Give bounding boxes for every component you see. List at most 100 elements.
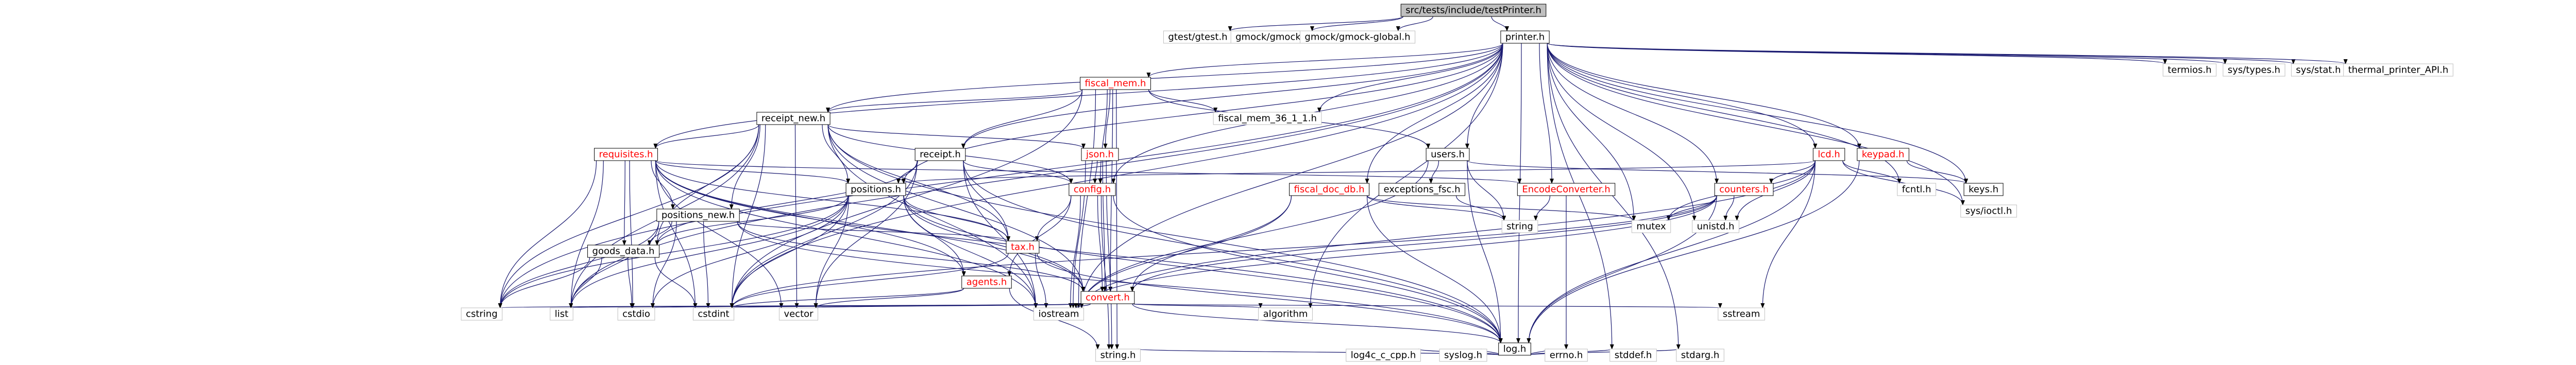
node-label: keypad.h — [1862, 149, 1905, 160]
edge-requisites-to-positionsnew — [651, 160, 675, 210]
node-label: receipt.h — [920, 149, 961, 160]
node-users[interactable]: users.h — [1426, 148, 1470, 161]
edge-printer-to-lcd — [1547, 43, 1818, 149]
edge-printer-to-sysstat — [1547, 43, 2295, 64]
node-box — [461, 307, 503, 321]
node-exceptions[interactable]: exceptions_fsc.h — [1378, 183, 1466, 196]
node-sysioctl: sys/ioctl.h — [1960, 204, 2017, 218]
node-mutex: mutex — [1631, 220, 1671, 233]
node-log4cpp: log4c_c_cpp.h — [1346, 349, 1421, 362]
node-receiptnew[interactable]: receipt_new.h — [756, 112, 831, 125]
node-config[interactable]: config.h — [1069, 183, 1116, 196]
edge-tax-to-iostream — [1035, 253, 1048, 308]
edge-requisites-to-encode — [655, 160, 1521, 184]
edge-positions-to-tax — [903, 195, 1011, 241]
edge-agents-to-cstdint — [730, 288, 964, 308]
edge-positionsnew-to-convert — [737, 221, 1086, 292]
node-lcd[interactable]: lcd.h — [1812, 148, 1845, 161]
node-box — [1714, 183, 1774, 196]
node-label: users.h — [1431, 149, 1465, 160]
edge-requisites-to-vector — [655, 160, 784, 308]
node-box — [1812, 148, 1845, 161]
edge-fiscalmem-to-config — [1098, 89, 1108, 184]
edge-lcd-to-sstream — [1760, 160, 1816, 308]
edge-positionsnew-to-cstdio — [650, 221, 677, 308]
node-label: receipt_new.h — [761, 113, 825, 124]
node-receipt[interactable]: receipt.h — [914, 148, 966, 161]
edge-users-to-exceptions — [1429, 160, 1439, 184]
node-counters[interactable]: counters.h — [1714, 183, 1774, 196]
node-goodsdata[interactable]: goods_data.h — [587, 245, 659, 258]
node-positionsnew[interactable]: positions_new.h — [656, 208, 740, 222]
edge-encode-to-string — [1533, 195, 1551, 221]
node-box — [1498, 342, 1531, 356]
node-fiscalmem[interactable]: fiscal_mem.h — [1080, 77, 1151, 90]
edge-positions-to-goodsdata — [655, 195, 849, 246]
node-label: log4c_c_cpp.h — [1351, 350, 1416, 361]
edge-positions-to-iostream — [903, 195, 1038, 308]
node-label: fiscal_mem_36_1_1.h — [1218, 113, 1317, 124]
edge-fiscaldoc-to-string — [1366, 195, 1506, 221]
node-thermal: thermal_printer_API.h — [2343, 63, 2453, 77]
node-stdarg: stdarg.h — [1676, 349, 1724, 362]
edge-counters-to-convert — [1130, 195, 1717, 292]
node-termios: termios.h — [2162, 63, 2217, 77]
edge-receiptnew-to-requisites — [653, 124, 759, 149]
edge-requisites-to-cstring — [498, 160, 597, 308]
edge-receiptnew-to-json — [827, 124, 1086, 149]
node-box — [1299, 30, 1416, 44]
node-label: sys/stat.h — [2296, 65, 2341, 76]
edge-printer-to-cstring — [498, 43, 1503, 308]
node-json[interactable]: json.h — [1081, 148, 1119, 161]
edge-positionsnew-to-log — [737, 221, 1503, 343]
node-label: gtest/gtest.h — [1168, 32, 1227, 43]
node-box — [1289, 183, 1369, 196]
node-log[interactable]: log.h — [1498, 342, 1531, 356]
node-label: sys/ioctl.h — [1965, 206, 2012, 217]
node-printer[interactable]: printer.h — [1500, 30, 1550, 44]
node-root: src/tests/include/testPrinter.h — [1400, 4, 1547, 17]
edge-fiscalmem-to-cstdint — [730, 89, 1083, 308]
node-gtest: gtest/gtest.h — [1163, 30, 1233, 44]
node-box — [1346, 349, 1421, 362]
node-box — [1545, 349, 1588, 362]
edge-receiptnew-to-log — [827, 124, 1503, 343]
edge-fiscaldoc-to-log — [1366, 195, 1503, 343]
node-box — [1080, 77, 1151, 90]
node-box — [1258, 307, 1313, 321]
edge-positions-to-log — [903, 195, 1503, 343]
edge-printer-to-termios — [1547, 43, 2167, 64]
node-fiscaldoc[interactable]: fiscal_doc_db.h — [1289, 183, 1369, 196]
node-convert[interactable]: convert.h — [1080, 291, 1135, 304]
node-box — [1501, 220, 1538, 233]
node-label: config.h — [1074, 184, 1111, 195]
edge-printer-to-counters — [1547, 43, 1719, 184]
node-tax[interactable]: tax.h — [1006, 240, 1040, 254]
node-label: keys.h — [1969, 184, 1998, 195]
node-box — [1439, 349, 1487, 362]
node-encode[interactable]: EncodeConverter.h — [1517, 183, 1616, 196]
node-label: printer.h — [1505, 32, 1545, 43]
node-agents[interactable]: agents.h — [961, 275, 1012, 289]
node-label: fiscal_mem.h — [1085, 78, 1146, 89]
node-box — [2223, 63, 2285, 77]
edge-root-to-gmockglobal — [1396, 16, 1433, 31]
node-positions[interactable]: positions.h — [845, 183, 906, 196]
node-keys[interactable]: keys.h — [1963, 183, 2004, 196]
edge-receiptnew-to-cstring — [498, 124, 759, 308]
edge-convert-to-sstream — [1132, 303, 1721, 308]
node-box — [1213, 112, 1322, 125]
node-label: cstring — [466, 309, 498, 320]
node-box — [961, 275, 1012, 289]
node-requisites[interactable]: requisites.h — [594, 148, 658, 161]
node-label: log.h — [1503, 344, 1527, 355]
edge-config-to-iostream — [1068, 195, 1081, 308]
node-label: cstdint — [698, 309, 729, 320]
node-keypad[interactable]: keypad.h — [1857, 148, 1909, 161]
edge-printer-to-fiscaldoc — [1365, 43, 1503, 184]
edge-fiscalmem-to-receiptnew — [826, 89, 1083, 113]
node-syslog: syslog.h — [1439, 349, 1487, 362]
edge-receipt-to-cstdint — [730, 160, 918, 308]
edge-requisites-to-cstdio — [629, 160, 635, 308]
edge-positionsnew-to-goodsdata — [647, 221, 672, 246]
